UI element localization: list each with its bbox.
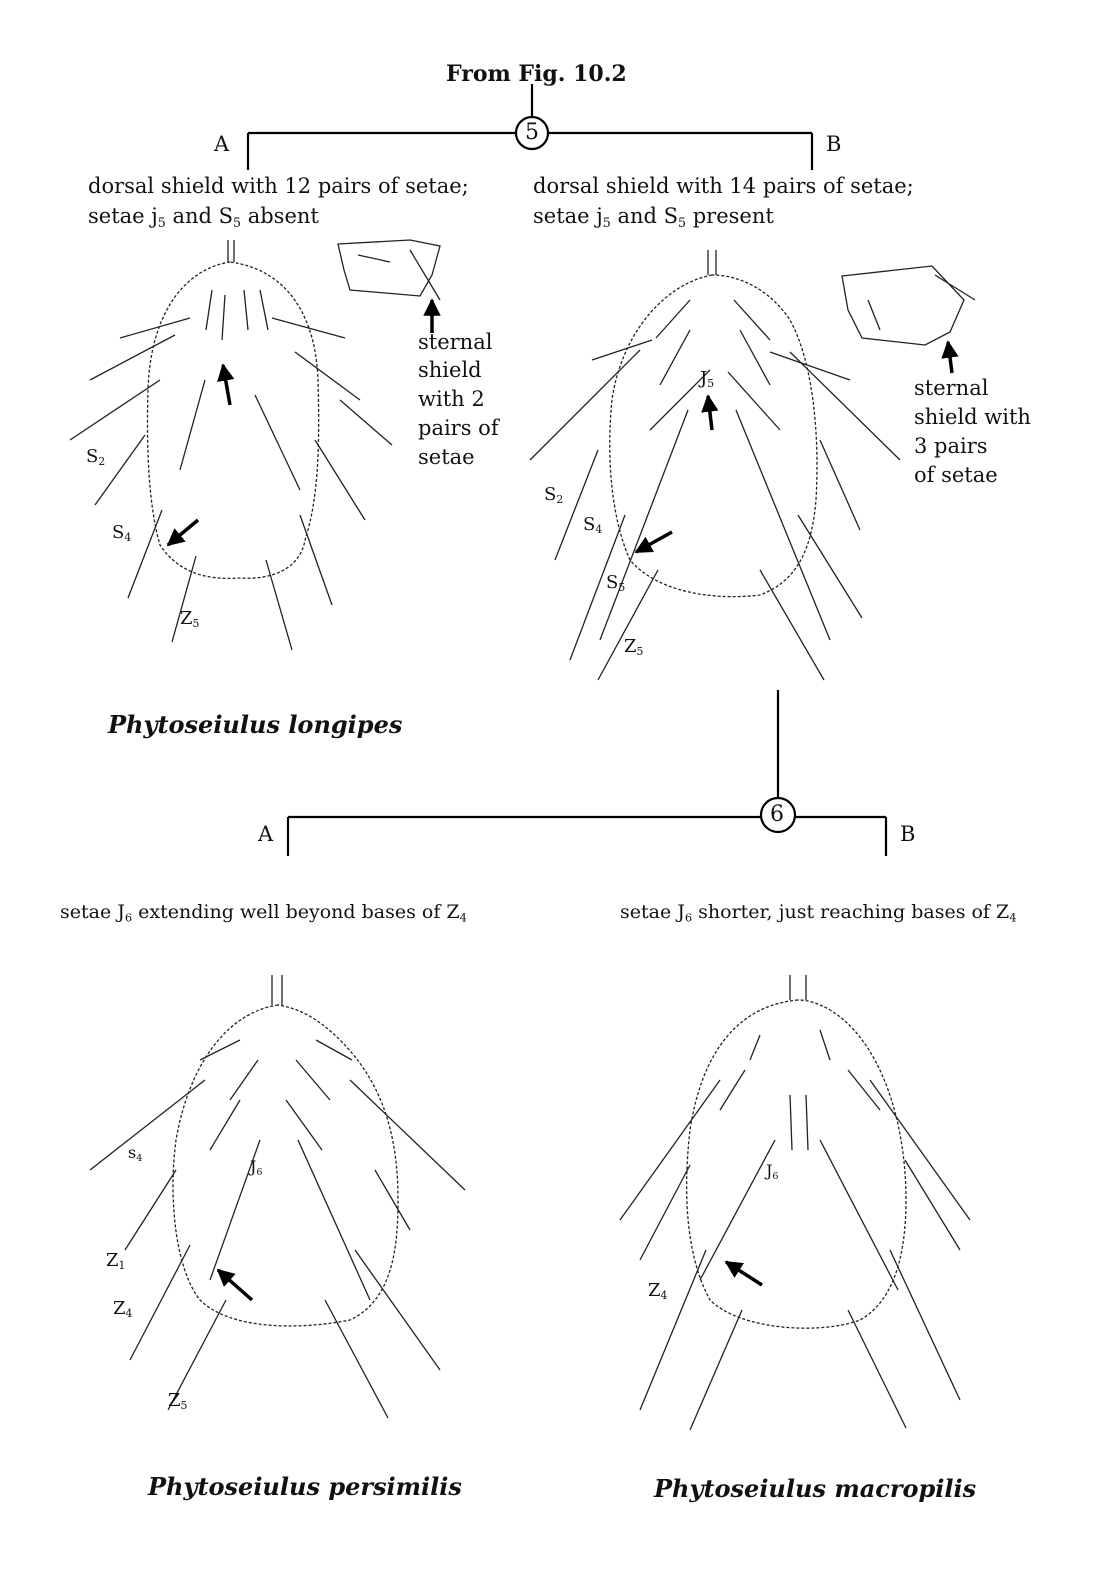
couplet-6-a-letter: A: [258, 822, 274, 846]
sternal-caption-a-2: shield: [418, 358, 482, 382]
species-name-persimilis: Phytoseiulus persimilis: [148, 1472, 462, 1501]
couplet-6-bracket: [286, 690, 888, 856]
arrow-longipes-s5: [166, 518, 200, 547]
couplet-6-a-text: setae J6 extending well beyond bases of …: [60, 901, 467, 925]
couplet-5-b-letter: B: [826, 132, 842, 156]
seta-label-j6-macropilis: J6: [766, 1161, 779, 1182]
seta-label-z1-persimilis: Z1: [106, 1250, 126, 1273]
couplet-5-b-text-line2: setae j5 and S5 present: [533, 204, 774, 230]
species-name-longipes: Phytoseiulus longipes: [108, 710, 403, 739]
seta-label-s4-longipes: S4: [112, 522, 132, 545]
sternal-caption-b-2: shield with: [914, 405, 1031, 429]
sternal-shield-a: [337, 239, 441, 301]
arrow-b-j5: [701, 394, 719, 431]
seta-label-s2-b: S2: [544, 484, 564, 507]
seta-label-z5-longipes: Z5: [180, 608, 200, 631]
couplet-5-b-text-line1: dorsal shield with 14 pairs of setae;: [533, 174, 914, 198]
couplet-5-a-text-line2: setae j5 and S5 absent: [88, 204, 319, 230]
seta-label-s2-longipes: S2: [86, 446, 106, 469]
sternal-shield-b: [841, 265, 976, 346]
seta-label-z4-macropilis: Z4: [648, 1280, 668, 1303]
couplet-5-bracket: [246, 84, 814, 170]
seta-label-z5-persimilis: Z5: [168, 1390, 188, 1413]
arrow-macropilis-j6: [724, 1260, 763, 1287]
arrow-persimilis-j6: [216, 1268, 254, 1302]
couplet-5-number: 5: [525, 120, 539, 145]
seta-label-j6-persimilis: J6: [250, 1157, 263, 1178]
sternal-caption-b-3: 3 pairs: [914, 434, 988, 458]
mite-macropilis-illustration: [619, 975, 971, 1431]
mite-persimilis-illustration: [89, 975, 466, 1419]
mite-longipes-illustration: [69, 240, 393, 651]
couplet-6-b-letter: B: [900, 822, 916, 846]
sternal-caption-a-3: with 2: [418, 387, 485, 411]
couplet-5-a-text-line1: dorsal shield with 12 pairs of setae;: [88, 174, 469, 198]
mite-b-illustration: [529, 250, 901, 681]
seta-label-s5-b: S5: [606, 572, 626, 595]
seta-label-j5-b: J5: [700, 368, 715, 391]
sternal-caption-b-1: sternal: [914, 376, 989, 400]
sternal-caption-a-5: setae: [418, 445, 475, 469]
sternal-caption-a-1: sternal: [418, 330, 493, 354]
sternal-caption-b-4: of setae: [914, 463, 998, 487]
couplet-6-number: 6: [770, 802, 784, 827]
seta-label-s4-b: S4: [583, 514, 603, 537]
couplet-5-a-letter: A: [214, 132, 230, 156]
seta-label-z4-persimilis: Z4: [113, 1298, 133, 1321]
arrow-longipes-j5: [217, 363, 235, 406]
species-name-macropilis: Phytoseiulus macropilis: [654, 1474, 977, 1503]
seta-label-s4-persimilis: s4: [128, 1143, 143, 1164]
figure-source-title: From Fig. 10.2: [446, 61, 627, 87]
arrow-sternal-b: [941, 340, 959, 374]
couplet-6-b-text: setae J6 shorter, just reaching bases of…: [620, 901, 1017, 925]
seta-label-z5-b: Z5: [624, 636, 644, 659]
sternal-caption-a-4: pairs of: [418, 416, 499, 440]
arrow-b-s5: [634, 530, 673, 554]
